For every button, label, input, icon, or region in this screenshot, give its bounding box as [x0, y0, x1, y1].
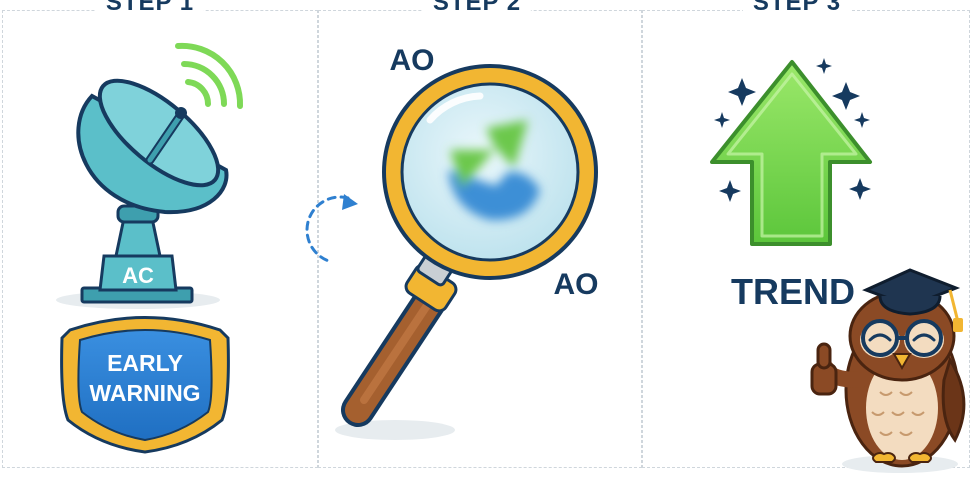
badge-line-2: WARNING	[89, 380, 200, 406]
trend-label: TREND	[731, 271, 855, 312]
step-1-title: STEP 1	[95, 0, 205, 15]
owl-mascot-icon	[810, 268, 966, 473]
dashed-cycle-arrow-icon	[305, 194, 358, 264]
lens-label-bottom: AO	[554, 268, 599, 301]
early-warning-badge	[60, 316, 230, 454]
badge-line-1: EARLY	[107, 350, 183, 376]
lens-label-top: AO	[390, 44, 435, 77]
magnifying-glass-icon	[335, 64, 598, 440]
satellite-dish-icon	[56, 42, 244, 309]
step-2-title: STEP 2	[422, 0, 532, 15]
step-3-title: STEP 3	[742, 0, 852, 15]
dish-base-label: AC	[122, 263, 154, 288]
sparkle-icons	[714, 58, 871, 202]
up-arrow-icon	[710, 60, 872, 246]
